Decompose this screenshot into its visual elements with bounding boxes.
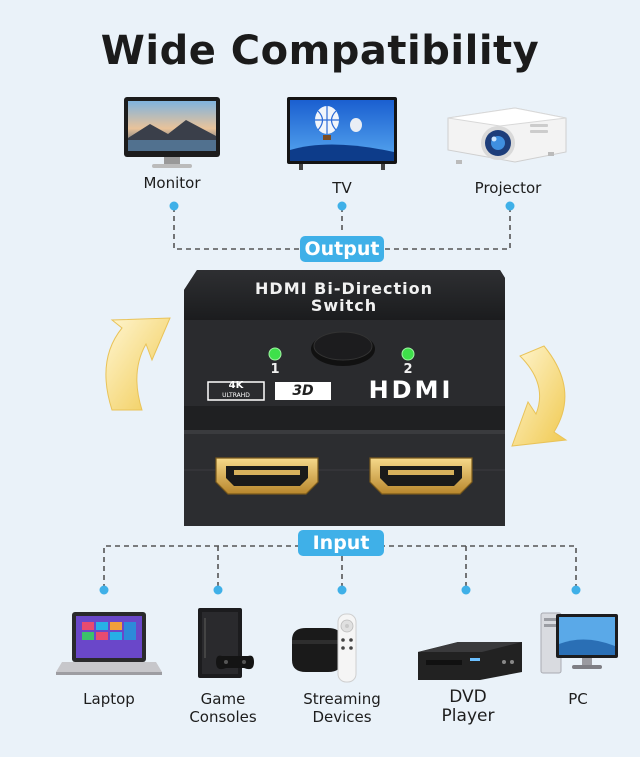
dvd-player-icon: [418, 642, 522, 680]
input-device-label-laptop: Laptop: [83, 690, 135, 708]
pc-icon: [540, 612, 618, 674]
monitor-icon: [124, 97, 220, 168]
laptop-icon: [56, 612, 162, 675]
input-device-label-pc: PC: [568, 690, 588, 708]
input-device-label-dvd-player: DVD Player: [441, 687, 495, 726]
badge-3d-text: 3D: [292, 383, 314, 399]
input-label: Input: [298, 530, 384, 556]
led-port-2-icon: [401, 347, 415, 361]
output-connector-lines: [173, 207, 511, 250]
switch-title-line-2: Switch: [310, 296, 378, 315]
projector-icon: [447, 107, 567, 164]
hdmi-port-1: [215, 457, 319, 495]
curved-arrow-left-icon: [105, 317, 171, 411]
output-connector-dots: [169, 201, 515, 211]
input-device-label-streaming-devices: Streaming Devices: [303, 690, 381, 726]
hdmi-brand-logo: HDMI: [368, 376, 454, 404]
hdmi-port-2: [369, 457, 473, 495]
switch-title-line-1: HDMI Bi-Direction: [255, 279, 433, 298]
port-1-number: 1: [270, 362, 280, 377]
badge-3d: [275, 382, 331, 400]
badge-4k-ultrahd: [207, 381, 265, 401]
output-device-label-tv: TV: [332, 179, 352, 197]
curved-arrow-right-icon: [511, 345, 568, 447]
output-device-label-projector: Projector: [474, 179, 542, 197]
badge-4k-text: 4K: [228, 380, 244, 391]
input-device-label-game-consoles: Game Consoles: [189, 690, 257, 726]
input-connector-dots: [99, 585, 581, 595]
led-port-1-icon: [268, 347, 282, 361]
output-label: Output: [300, 236, 384, 262]
streaming-device-icon: [292, 613, 357, 683]
tv-icon: [287, 97, 397, 170]
badge-ultrahd-text: ULTRAHD: [222, 392, 250, 399]
input-connector-lines: [103, 545, 577, 589]
switch-title: HDMI Bi-Direction Switch: [200, 280, 488, 314]
page-title: Wide Compatibility: [100, 28, 540, 74]
output-device-label-monitor: Monitor: [143, 174, 201, 192]
port-2-number: 2: [403, 362, 413, 377]
game-console-icon: [198, 608, 254, 678]
